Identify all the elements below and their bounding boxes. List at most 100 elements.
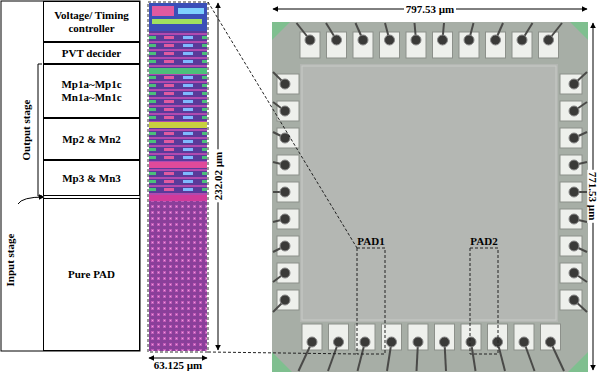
bond-ball	[280, 295, 290, 305]
block-label: Mp1a~Mp1c Mn1a~Mn1c	[44, 78, 139, 103]
bond-pad	[277, 101, 299, 121]
bond-pad	[560, 155, 582, 175]
bond-ball	[491, 35, 501, 45]
bond-ball	[569, 106, 579, 116]
layout-block: Mp3 & Mn3	[43, 160, 140, 196]
bond-pad	[300, 32, 320, 58]
stage-label: Output stage	[20, 100, 32, 161]
bond-ball	[569, 187, 579, 197]
bond-pad	[277, 128, 299, 148]
zoom-line	[208, 352, 357, 354]
bond-pad	[560, 74, 582, 94]
bond-ball	[385, 35, 395, 45]
bond-pad	[277, 182, 299, 202]
layout-image	[148, 2, 208, 352]
dimension-label: 797.53 µm	[404, 3, 457, 15]
bond-ball	[307, 337, 317, 347]
bond-pad	[277, 290, 299, 310]
block-label: Voltage/ Timing controller	[44, 9, 139, 34]
bond-ball	[280, 187, 290, 197]
bond-pad	[512, 32, 532, 58]
bond-pad	[435, 324, 455, 350]
bond-ball	[280, 160, 290, 170]
bond-pad	[560, 290, 582, 310]
zoom-line	[208, 2, 357, 248]
bond-pad	[302, 324, 322, 350]
bond-pad	[560, 128, 582, 148]
bond-ball	[413, 337, 423, 347]
layout-block: Mp2 & Mn2	[43, 118, 140, 160]
pad-label: PAD2	[470, 235, 497, 247]
bond-ball	[280, 79, 290, 89]
layout-block: Mp1a~Mp1c Mn1a~Mn1c	[43, 64, 140, 118]
bond-pad	[433, 32, 453, 58]
bond-pad	[560, 263, 582, 283]
bond-ball	[517, 35, 527, 45]
bond-ball	[332, 35, 342, 45]
block-label: PVT decider	[58, 47, 125, 60]
stage-label: Input stage	[4, 234, 16, 287]
dimension-label: 232.02 µm	[212, 150, 224, 203]
bond-ball	[280, 241, 290, 251]
bracket	[38, 64, 42, 196]
block-label: Mp3 & Mn3	[58, 172, 125, 185]
bond-ball	[280, 268, 290, 278]
bond-pad	[560, 182, 582, 202]
bond-pad	[408, 324, 428, 350]
pad-outline	[470, 248, 498, 354]
table-frame	[1, 1, 140, 351]
bond-pad	[327, 32, 347, 58]
bond-pad	[277, 155, 299, 175]
block-label: Pure PAD	[64, 268, 119, 281]
bond-ball	[438, 35, 448, 45]
bond-ball	[569, 79, 579, 89]
bond-pad	[353, 32, 373, 58]
chip-photo	[272, 22, 588, 372]
bond-pad	[560, 101, 582, 121]
bond-pad	[560, 209, 582, 229]
bond-ball	[569, 214, 579, 224]
bond-pad	[560, 236, 582, 256]
bond-ball	[569, 133, 579, 143]
bond-ball	[360, 337, 370, 347]
bond-pad	[541, 324, 561, 350]
bond-ball	[411, 35, 421, 45]
bond-ball	[280, 106, 290, 116]
pad-label: PAD1	[357, 235, 384, 247]
dimension-arrow	[149, 358, 207, 359]
bond-pad	[277, 263, 299, 283]
layout-block: Pure PAD	[43, 198, 140, 351]
bond-ball	[519, 337, 529, 347]
bond-pad	[277, 236, 299, 256]
bond-pad	[539, 32, 559, 58]
bond-pad	[486, 32, 506, 58]
bond-ball	[280, 214, 290, 224]
layout-block: Voltage/ Timing controller	[43, 1, 140, 42]
bond-pad	[355, 324, 375, 350]
dimension-label: 771.53 µm	[587, 170, 599, 223]
bond-ball	[305, 35, 315, 45]
pointer-arrow	[18, 197, 44, 204]
bond-ball	[387, 337, 397, 347]
bond-ball	[569, 295, 579, 305]
layout-block: PVT decider	[43, 42, 140, 64]
bond-pad	[380, 32, 400, 58]
bond-ball	[569, 241, 579, 251]
bond-ball	[440, 337, 450, 347]
bond-ball	[546, 337, 556, 347]
dimension-label: 63.125 µm	[154, 359, 203, 371]
bond-pad	[514, 324, 534, 350]
pad-outline	[357, 248, 385, 354]
bond-ball	[334, 337, 344, 347]
bond-ball	[358, 35, 368, 45]
bond-pad	[461, 324, 481, 350]
bond-pad	[277, 209, 299, 229]
bond-ball	[464, 35, 474, 45]
bond-ball	[569, 160, 579, 170]
bond-pad	[406, 32, 426, 58]
bond-ball	[569, 268, 579, 278]
bond-ball	[466, 337, 476, 347]
block-label: Mp2 & Mn2	[58, 133, 125, 146]
bond-pad	[329, 324, 349, 350]
bond-pad	[459, 32, 479, 58]
